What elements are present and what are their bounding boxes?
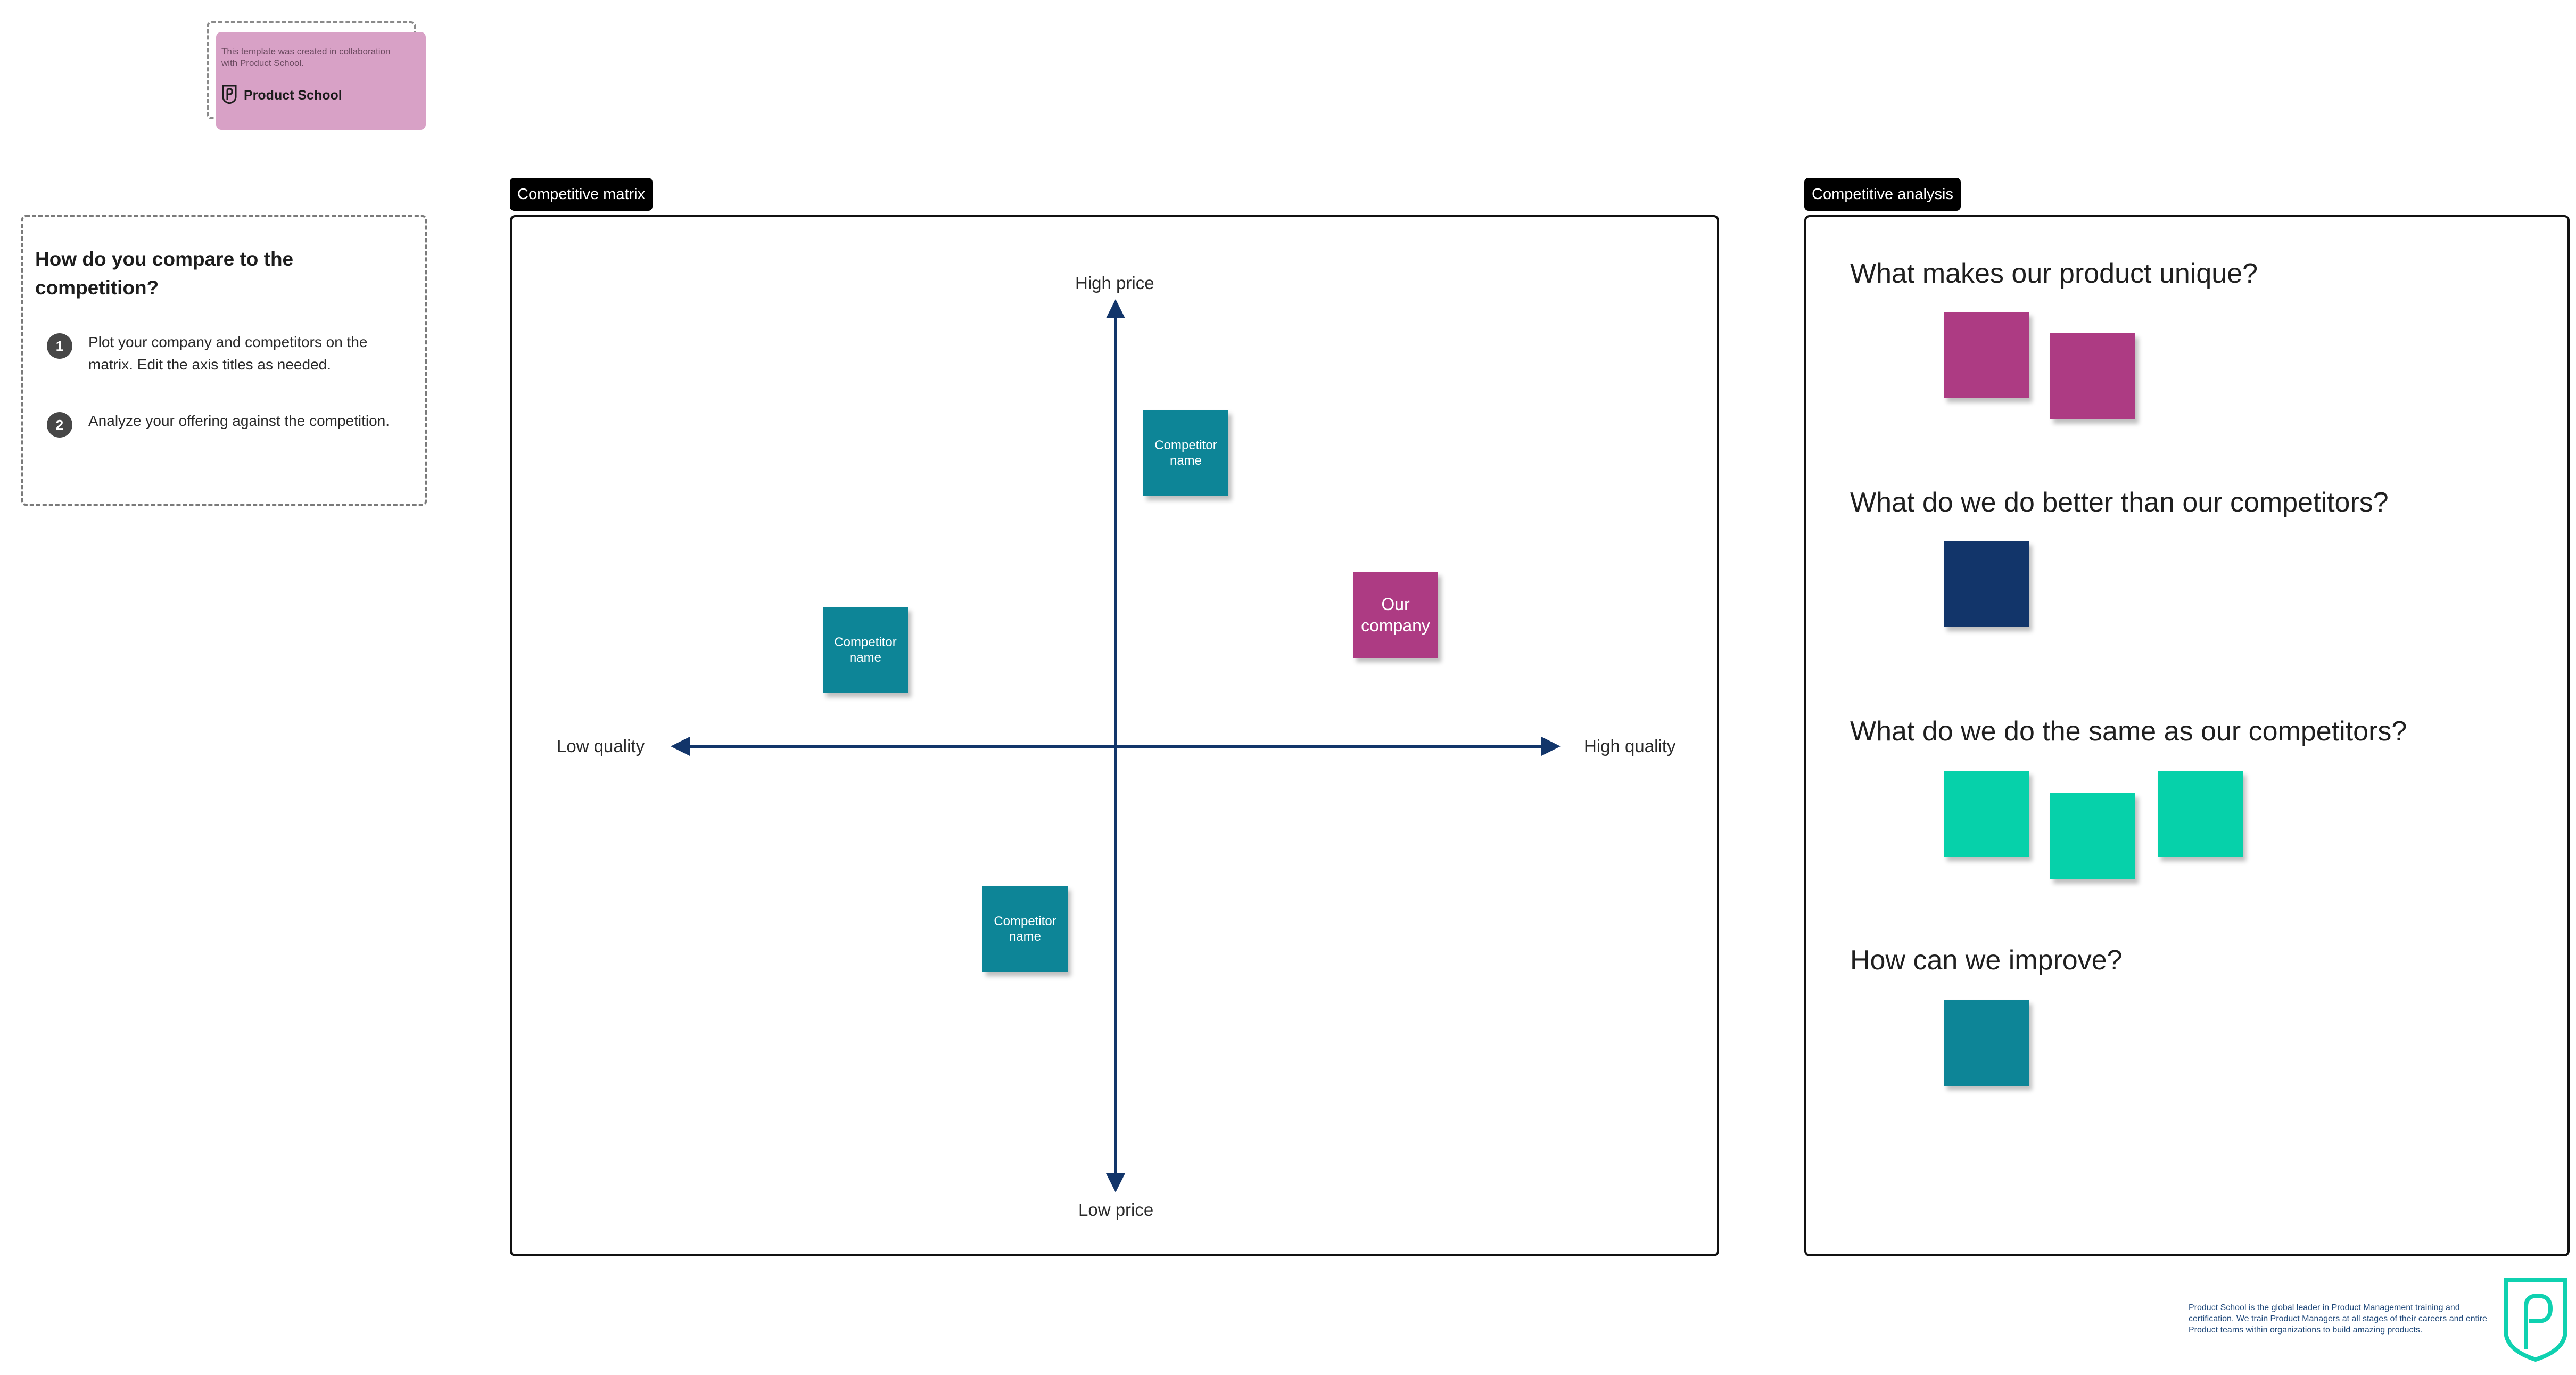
question-text: How can we	[1850, 945, 2009, 976]
credit-logo-name: Product School	[244, 88, 342, 103]
credit-text: This template was created in collaborati…	[221, 46, 391, 68]
highlight-same: same	[2088, 716, 2157, 752]
question-better[interactable]: What do we do better than our competitor…	[1850, 487, 2389, 523]
axis-label-top[interactable]: High price	[1075, 273, 1154, 293]
step-text: Plot your company and competitors on the…	[88, 334, 368, 373]
sticky-note-same[interactable]	[2158, 771, 2243, 857]
question-text: than our competitors?	[2113, 487, 2389, 518]
credit-logo: Product School	[221, 84, 342, 107]
step-text: Analyze your offering against the compet…	[88, 413, 390, 429]
highlight-better: better	[2042, 487, 2113, 523]
competitive-analysis-frame[interactable]	[1804, 215, 2570, 1256]
question-text: What do we do	[1850, 487, 2043, 518]
highlight-unique: unique	[2159, 258, 2243, 294]
sticky-note-our-company[interactable]: Our company	[1353, 572, 1438, 658]
sticky-note-competitor[interactable]: Competitor name	[823, 607, 908, 693]
question-text: as our competitors?	[2156, 716, 2407, 747]
analysis-frame-tag[interactable]: Competitive analysis	[1804, 178, 1961, 211]
highlight-improve: improve	[2008, 945, 2107, 981]
credit-card[interactable]: This template was created in collaborati…	[216, 32, 426, 130]
sticky-note-competitor[interactable]: Competitor name	[982, 886, 1068, 972]
sticky-note-same[interactable]	[2050, 793, 2135, 879]
product-school-logo-icon	[2501, 1275, 2570, 1365]
question-same[interactable]: What do we do the same as our competitor…	[1850, 715, 2407, 752]
instruction-step-2: 2 Analyze your offering against the comp…	[47, 410, 408, 438]
axis-label-bottom[interactable]: Low price	[1078, 1200, 1154, 1220]
question-text: ?	[2107, 945, 2123, 976]
product-school-logo-icon	[221, 84, 237, 107]
sticky-note-unique[interactable]	[2050, 333, 2135, 419]
sticky-note-competitor[interactable]: Competitor name	[1143, 410, 1228, 496]
axis-label-right[interactable]: High quality	[1584, 736, 1676, 756]
step-number-badge: 2	[47, 412, 72, 438]
question-text: ?	[2242, 258, 2258, 289]
instructions-card[interactable]: How do you compare to the competition? 1…	[21, 215, 427, 506]
instructions-title: How do you compare to the competition?	[35, 248, 294, 299]
sticky-note-same[interactable]	[1944, 771, 2029, 857]
sticky-note-better[interactable]	[1944, 541, 2029, 627]
matrix-frame-tag[interactable]: Competitive matrix	[510, 178, 653, 211]
question-unique[interactable]: What makes our product unique?	[1850, 258, 2258, 294]
sticky-note-improve[interactable]	[1944, 1000, 2029, 1086]
sticky-note-unique[interactable]	[1944, 312, 2029, 398]
instruction-step-1: 1 Plot your company and competitors on t…	[47, 331, 408, 376]
axis-label-left[interactable]: Low quality	[557, 736, 645, 756]
question-improve[interactable]: How can we improve?	[1850, 944, 2123, 981]
question-text: What makes our product	[1850, 258, 2159, 289]
footer-text: Product School is the global leader in P…	[2189, 1303, 2487, 1335]
question-text: What do we do the	[1850, 716, 2089, 747]
step-number-badge: 1	[47, 333, 72, 359]
